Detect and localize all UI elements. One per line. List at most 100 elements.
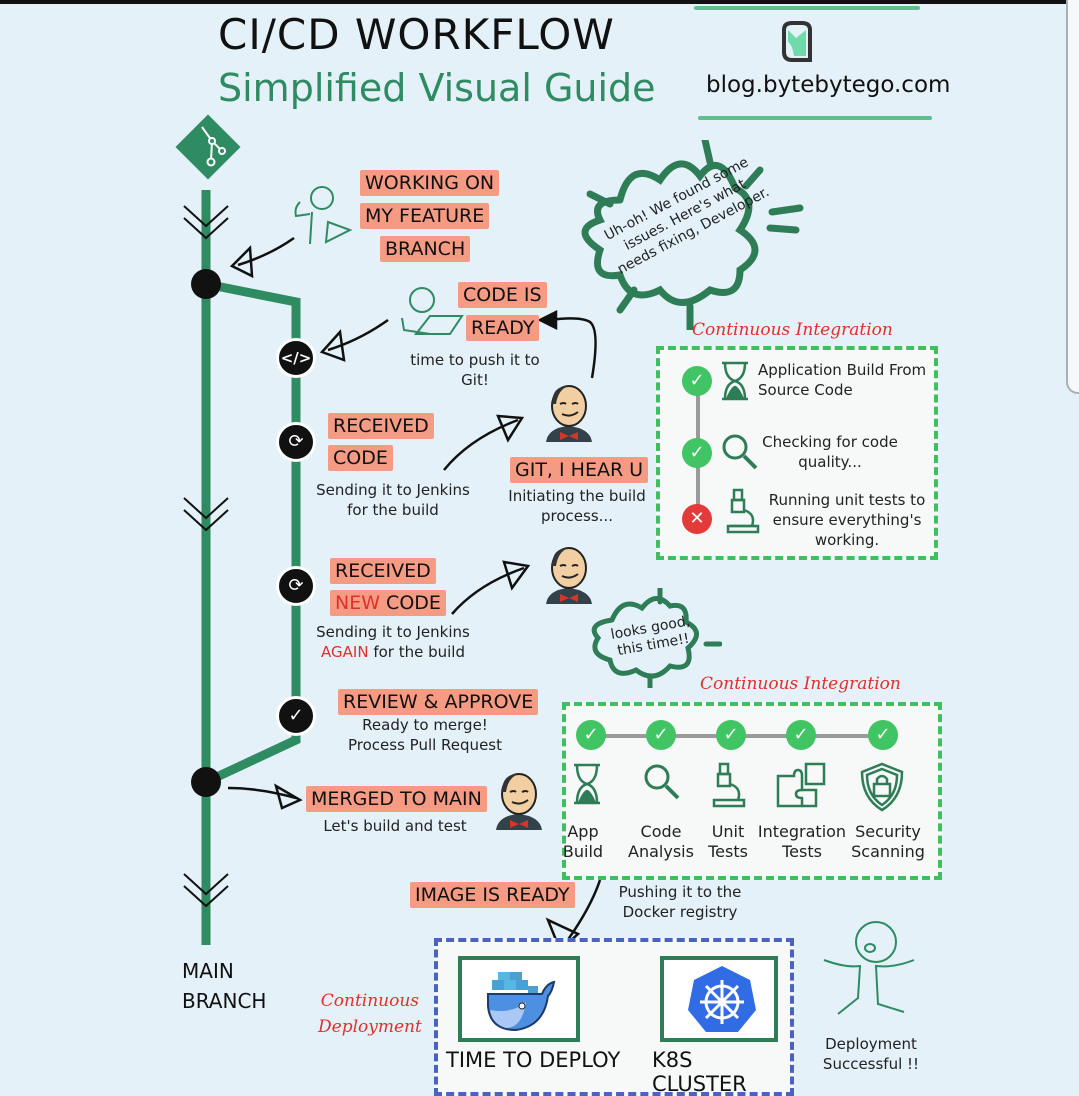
note-line: Sending it to Jenkins [316, 623, 470, 641]
cd-label: Continuous Deployment [318, 988, 422, 1040]
hourglass-icon [572, 762, 602, 810]
label-line: App [567, 822, 599, 841]
top-edge-bar [0, 0, 1079, 4]
note-rest: for the build [368, 643, 465, 661]
arrow-head [229, 245, 254, 279]
k8s-caption: K8S CLUSTER [652, 1048, 747, 1096]
label-line: Build [562, 842, 604, 861]
k8s-frame [660, 956, 778, 1042]
tag-line: MY FEATURE [360, 203, 490, 229]
main-branch-label: MAIN BRANCH [182, 956, 266, 1016]
step-code-ready-note: time to push it to Git! [410, 351, 540, 389]
page-title: CI/CD WORKFLOW [218, 10, 615, 59]
speech-bubble-ok: looks good, this time!! [582, 585, 723, 691]
sync-icon: ⟳ [276, 422, 316, 462]
chevron-down-icon [183, 873, 229, 908]
tag-line: RECEIVED [328, 413, 434, 439]
step-received-new-tag: RECEIVED NEW CODE [330, 558, 446, 616]
label-line: Continuous [320, 991, 420, 1011]
check-icon: ✓ [646, 720, 676, 750]
arrow-head [496, 414, 525, 443]
tag-line: CODE IS [458, 282, 547, 308]
docker-whale-icon [482, 966, 562, 1036]
jenkins-note: Initiating the build process... [508, 487, 646, 525]
label-line: Unit [711, 822, 745, 841]
sync-icon: ⟳ [276, 566, 316, 606]
arrow-to-jenkins-2 [451, 566, 525, 615]
chevron-down-icon [183, 497, 229, 532]
feature-branch-line [204, 279, 301, 787]
cd-box: TIME TO DEPLOY K8S CLUSTER [434, 938, 794, 1096]
label-line: Integration [757, 822, 847, 841]
check-icon: ✓ [868, 720, 898, 750]
note-line: AGAIN for the build [308, 642, 478, 662]
arrow-merged [227, 786, 297, 800]
brand-url[interactable]: blog.bytebytego.com [706, 72, 951, 98]
step-code-ready-tag: CODE IS READY [458, 282, 547, 341]
label-line: MAIN [182, 959, 234, 983]
step-received-tag: RECEIVED CODE [328, 413, 434, 471]
code-brackets-icon: </> [276, 338, 316, 378]
microscope-icon [726, 488, 760, 534]
check-icon: ✓ [786, 720, 816, 750]
step-review-tag: REVIEW & APPROVE [338, 689, 539, 715]
microscope-icon [712, 762, 746, 812]
brand-underline-bottom [698, 116, 932, 120]
tag-line: CODE [328, 445, 393, 471]
label-line: Security [855, 822, 921, 841]
step-review-note: Ready to merge! Process Pull Request [330, 715, 520, 755]
check-icon: ✓ [576, 720, 606, 750]
label-line: Code [640, 822, 682, 841]
jenkins-icon [490, 770, 548, 832]
ci-label-second: Continuous Integration [700, 674, 901, 694]
label-line: Analysis [628, 842, 694, 861]
arrow-head [319, 329, 346, 362]
ci-box-first: ✓ Application Build From Source Code ✓ C… [656, 346, 938, 560]
hourglass-icon [720, 360, 750, 402]
magnifier-icon [642, 762, 682, 808]
celebrating-person-icon [818, 920, 918, 1020]
check-icon: ✓ [716, 720, 746, 750]
jenkins-icon [540, 544, 598, 606]
arrow-feature-to-branch [237, 236, 295, 267]
arrow-head [273, 783, 303, 810]
arrow-to-jenkins-1 [443, 418, 519, 471]
ci-step-text: Checking for code quality... [762, 433, 898, 471]
ci-step-text: Application Build From Source Code [758, 361, 927, 399]
kubernetes-helm-icon [686, 964, 758, 1036]
tag-line: RECEIVED [330, 558, 436, 584]
side-panel-edge [1066, 0, 1079, 394]
git-logo-icon [174, 113, 242, 181]
docker-frame [458, 956, 580, 1042]
jenkins-icon [540, 382, 598, 444]
page-subtitle: Simplified Visual Guide [218, 66, 656, 110]
push-registry-note: Pushing it to the Docker registry [618, 883, 742, 921]
arrow-head [537, 309, 558, 331]
speech-bubble-fail: Uh-oh! We found some issues. Here's what… [560, 136, 810, 334]
bytebytego-logo-icon [780, 20, 814, 64]
tag-line: NEW CODE [330, 590, 446, 616]
step-received-new-note: Sending it to Jenkins AGAIN for the buil… [308, 622, 478, 662]
brand-underline-top [694, 6, 920, 10]
tag-line: IMAGE IS READY [410, 882, 575, 908]
label-line: Tests [708, 842, 748, 861]
note-line: Ready to merge! [362, 716, 488, 734]
developer-laptop-icon [396, 282, 466, 342]
tag-line: READY [466, 315, 540, 341]
tag-line: REVIEW & APPROVE [338, 689, 539, 715]
arrow-head [502, 560, 531, 591]
developer-flexing-icon [288, 184, 354, 250]
check-icon: ✓ [682, 366, 712, 396]
step-merged-note: Let's build and test [323, 817, 467, 835]
arrow-feedback [549, 317, 597, 379]
label-line: BRANCH [182, 989, 267, 1013]
image-ready-tag: IMAGE IS READY [410, 882, 575, 908]
check-icon: ✓ [682, 438, 712, 468]
tag-line: WORKING ON [360, 170, 500, 196]
